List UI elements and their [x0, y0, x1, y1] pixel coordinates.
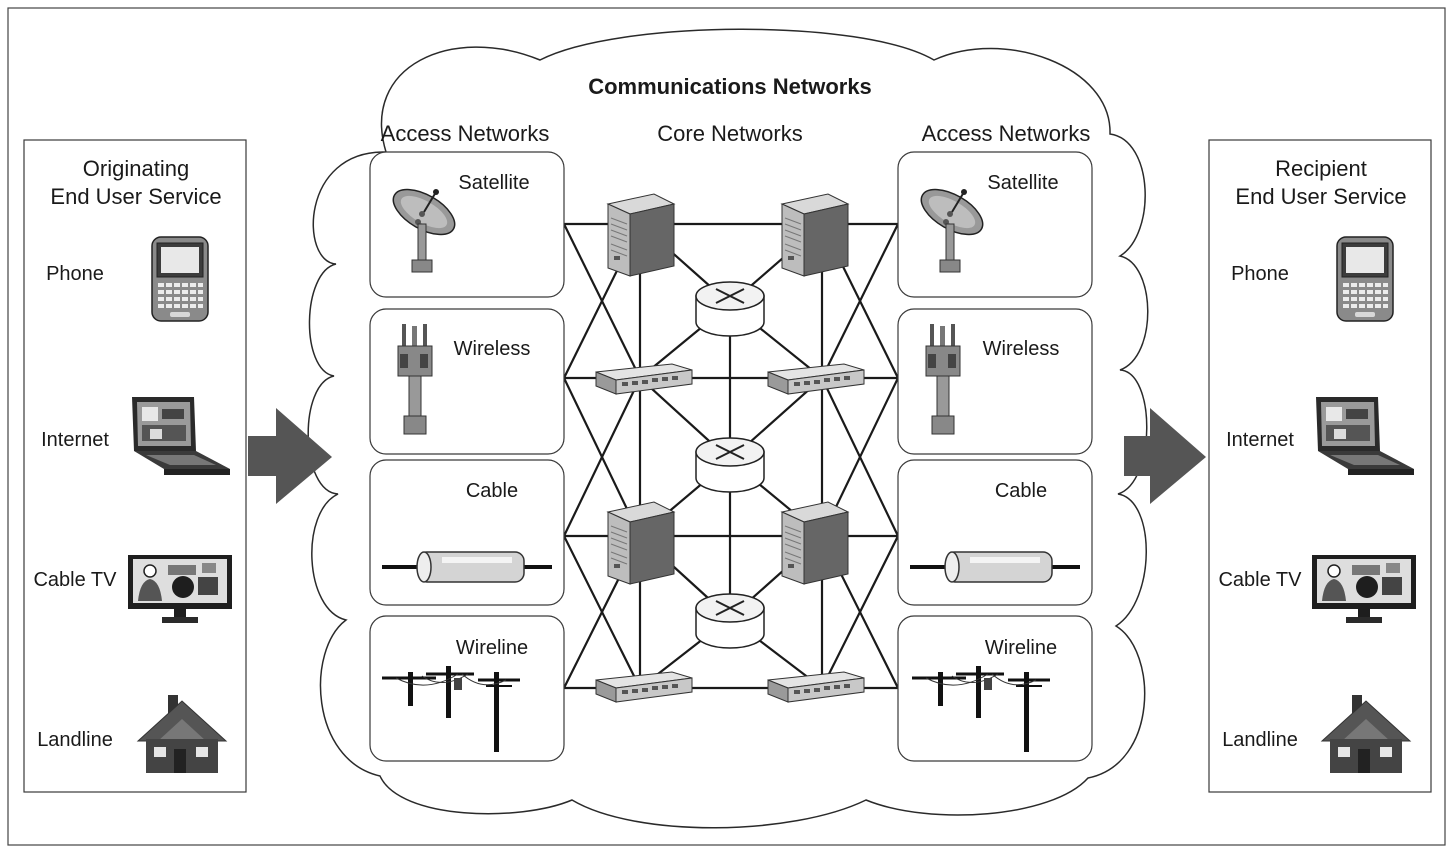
wireline-label-left: Wireline — [456, 637, 528, 659]
internet-label-right: Internet — [1226, 429, 1294, 451]
originating-heading-line1: Originating — [83, 156, 189, 181]
phone-label-right: Phone — [1231, 263, 1289, 285]
wireless-label-right: Wireless — [983, 338, 1060, 360]
access-box-wireless-right — [897, 308, 1093, 455]
server-icon — [781, 501, 849, 585]
access-networks-left-header: Access Networks — [381, 121, 550, 146]
landline-label-left: Landline — [37, 729, 113, 751]
cable-tv-label-right: Cable TV — [1218, 569, 1302, 591]
internet-label-left: Internet — [41, 429, 109, 451]
diagram-title: Communications Networks — [588, 74, 872, 99]
access-networks-right-header: Access Networks — [922, 121, 1091, 146]
wireless-label-left: Wireless — [454, 338, 531, 360]
left-flow-arrow — [248, 408, 332, 504]
router-icon — [695, 593, 765, 649]
router-icon — [695, 437, 765, 493]
recipient-heading-line2: End User Service — [1235, 184, 1406, 209]
smartphone-icon — [1336, 236, 1394, 322]
core-networks-header: Core Networks — [657, 121, 802, 146]
satellite-label-left: Satellite — [458, 172, 529, 194]
cable-label-left: Cable — [466, 480, 518, 502]
server-icon — [607, 193, 675, 277]
recipient-heading-line1: Recipient — [1275, 156, 1367, 181]
server-icon — [607, 501, 675, 585]
cable-tv-label-left: Cable TV — [33, 569, 117, 591]
landline-label-right: Landline — [1222, 729, 1298, 751]
wireline-label-right: Wireline — [985, 637, 1057, 659]
server-icon — [781, 193, 849, 277]
router-icon — [695, 281, 765, 337]
phone-label-left: Phone — [46, 263, 104, 285]
access-box-wireline-left — [369, 615, 565, 762]
right-flow-arrow — [1124, 408, 1206, 504]
access-box-wireline-right — [897, 615, 1093, 762]
originating-heading-line2: End User Service — [50, 184, 221, 209]
access-box-wireless-left — [369, 308, 565, 455]
cable-label-right: Cable — [995, 480, 1047, 502]
satellite-label-right: Satellite — [987, 172, 1058, 194]
smartphone-icon — [151, 236, 209, 322]
outer-frame — [7, 7, 1446, 846]
